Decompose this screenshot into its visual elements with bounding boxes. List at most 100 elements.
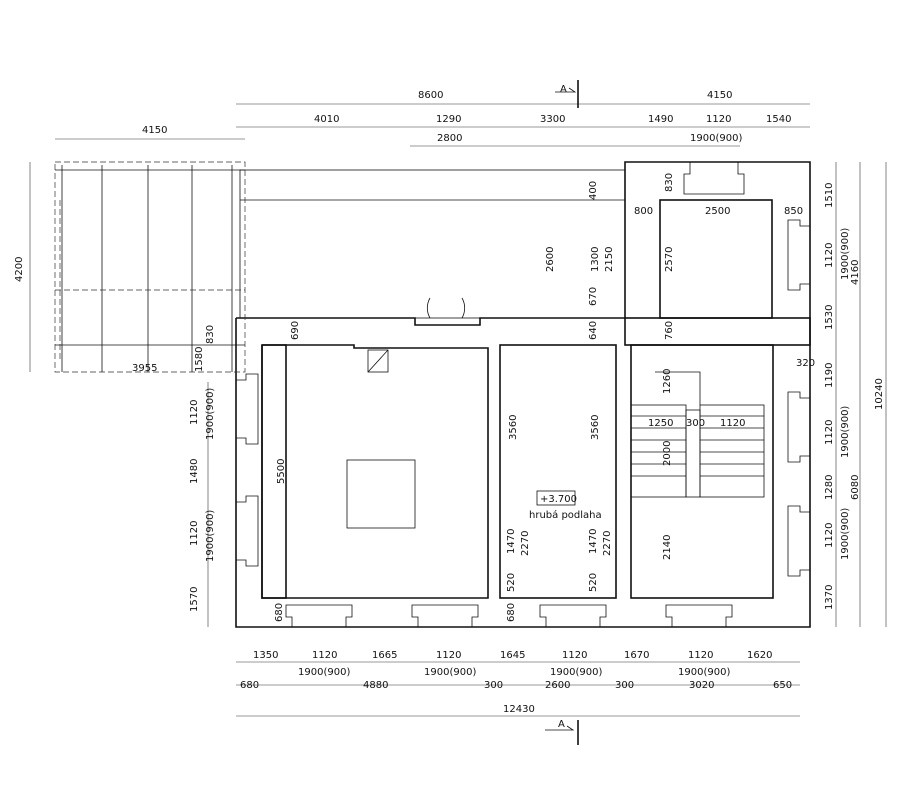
elevation-tag: +3.700 hrubá podlaha bbox=[529, 490, 602, 521]
dim: 6080 bbox=[850, 475, 861, 500]
dim: 1350 bbox=[253, 650, 278, 661]
dim: 1470 bbox=[588, 529, 599, 554]
section-markers: A A bbox=[545, 80, 579, 745]
dim: 1120 bbox=[436, 650, 461, 661]
dim: 680 bbox=[240, 680, 259, 691]
dim: 320 bbox=[796, 358, 815, 369]
dim: 1510 bbox=[824, 183, 835, 208]
dim: 1900(900) bbox=[550, 667, 602, 678]
dim: 3300 bbox=[540, 114, 565, 125]
dim: 2270 bbox=[520, 531, 531, 556]
dim: 1900(900) bbox=[205, 510, 216, 562]
elevation-value: +3.700 bbox=[540, 494, 577, 505]
section-label-bottom: A bbox=[558, 719, 565, 730]
dimension-lines bbox=[29, 103, 887, 717]
dim: 1490 bbox=[648, 114, 673, 125]
section-label-top: A bbox=[560, 84, 567, 95]
staircase bbox=[630, 371, 765, 498]
dim: 300 bbox=[686, 418, 705, 429]
dim: 1900(900) bbox=[840, 406, 851, 458]
dim: 1120 bbox=[688, 650, 713, 661]
dim: 2600 bbox=[545, 680, 570, 691]
dim: 830 bbox=[205, 325, 216, 344]
dim: 1120 bbox=[706, 114, 731, 125]
dim: 830 bbox=[664, 173, 675, 192]
dim: 10240 bbox=[874, 378, 885, 410]
bottom-dimension-text: 1350 1120 1665 1120 1645 1120 1670 1120 … bbox=[240, 650, 792, 715]
dim: 640 bbox=[588, 321, 599, 340]
dim: 1900(900) bbox=[678, 667, 730, 678]
dim: 3560 bbox=[508, 415, 519, 440]
dim: 2800 bbox=[437, 133, 462, 144]
dim: 4160 bbox=[850, 260, 861, 285]
dim: 4150 bbox=[142, 125, 167, 136]
dim: 520 bbox=[588, 573, 599, 592]
dim: 1280 bbox=[824, 475, 835, 500]
dim: 680 bbox=[274, 603, 285, 622]
dim: 680 bbox=[506, 603, 517, 622]
dim: 1120 bbox=[189, 521, 200, 546]
dim: 1120 bbox=[824, 523, 835, 548]
dim: 8600 bbox=[418, 90, 443, 101]
dim: 1900(900) bbox=[424, 667, 476, 678]
dim: 1540 bbox=[766, 114, 791, 125]
dim: 1120 bbox=[720, 418, 745, 429]
right-dimension-text: 1510 1120 1900(900) 1530 1190 1120 1900(… bbox=[824, 183, 885, 610]
left-dimension-text: 4200 1120 1900(900) 1480 1120 1900(900) … bbox=[14, 257, 216, 612]
window-niches bbox=[236, 162, 810, 627]
dim: 4010 bbox=[314, 114, 339, 125]
dim: 2500 bbox=[705, 206, 730, 217]
dim: 1665 bbox=[372, 650, 397, 661]
dim: 650 bbox=[773, 680, 792, 691]
dim: 2570 bbox=[664, 247, 675, 272]
elevation-label: hrubá podlaha bbox=[529, 509, 602, 521]
dim: 1260 bbox=[662, 369, 673, 394]
dim: 1290 bbox=[436, 114, 461, 125]
dim: 4200 bbox=[14, 257, 25, 282]
inner-dimension-text: 3955 830 1580 400 2600 1300 2150 670 640… bbox=[132, 173, 815, 622]
dim: 760 bbox=[664, 321, 675, 340]
dim: 1120 bbox=[312, 650, 337, 661]
dim: 1120 bbox=[562, 650, 587, 661]
dim: 1900(900) bbox=[840, 228, 851, 280]
dim: 5500 bbox=[276, 459, 287, 484]
dim: 2600 bbox=[545, 247, 556, 272]
dim: 1900(900) bbox=[205, 388, 216, 440]
dim: 800 bbox=[634, 206, 653, 217]
dim: 1190 bbox=[824, 363, 835, 388]
dim: 1250 bbox=[648, 418, 673, 429]
dim: 1620 bbox=[747, 650, 772, 661]
dim: 1645 bbox=[500, 650, 525, 661]
dim: 690 bbox=[290, 321, 301, 340]
dim: 2000 bbox=[662, 441, 673, 466]
dim: 3955 bbox=[132, 363, 157, 374]
dim: 1120 bbox=[189, 400, 200, 425]
dim: 850 bbox=[784, 206, 803, 217]
dim: 4150 bbox=[707, 90, 732, 101]
dim: 400 bbox=[588, 181, 599, 200]
building-walls bbox=[235, 161, 811, 628]
dim: 2150 bbox=[604, 247, 615, 272]
dim: 1900(900) bbox=[840, 508, 851, 560]
dim: 1900(900) bbox=[690, 133, 742, 144]
dim: 1530 bbox=[824, 305, 835, 330]
dim: 3560 bbox=[590, 415, 601, 440]
dim: 1580 bbox=[194, 347, 205, 372]
dim: 1480 bbox=[189, 459, 200, 484]
dim: 1370 bbox=[824, 585, 835, 610]
dim: 1670 bbox=[624, 650, 649, 661]
dim: 670 bbox=[588, 287, 599, 306]
dim: 1570 bbox=[189, 587, 200, 612]
dim: 1300 bbox=[590, 247, 601, 272]
dim: 2270 bbox=[602, 531, 613, 556]
top-dimension-text: 8600 4150 4010 1290 3300 1490 1120 1540 … bbox=[142, 90, 791, 144]
dim: 3020 bbox=[689, 680, 714, 691]
dim: 520 bbox=[506, 573, 517, 592]
dim: 1120 bbox=[824, 243, 835, 268]
dim: 4880 bbox=[363, 680, 388, 691]
dim: 1900(900) bbox=[298, 667, 350, 678]
dim: 12430 bbox=[503, 704, 535, 715]
dim: 300 bbox=[615, 680, 634, 691]
dim: 1470 bbox=[506, 529, 517, 554]
